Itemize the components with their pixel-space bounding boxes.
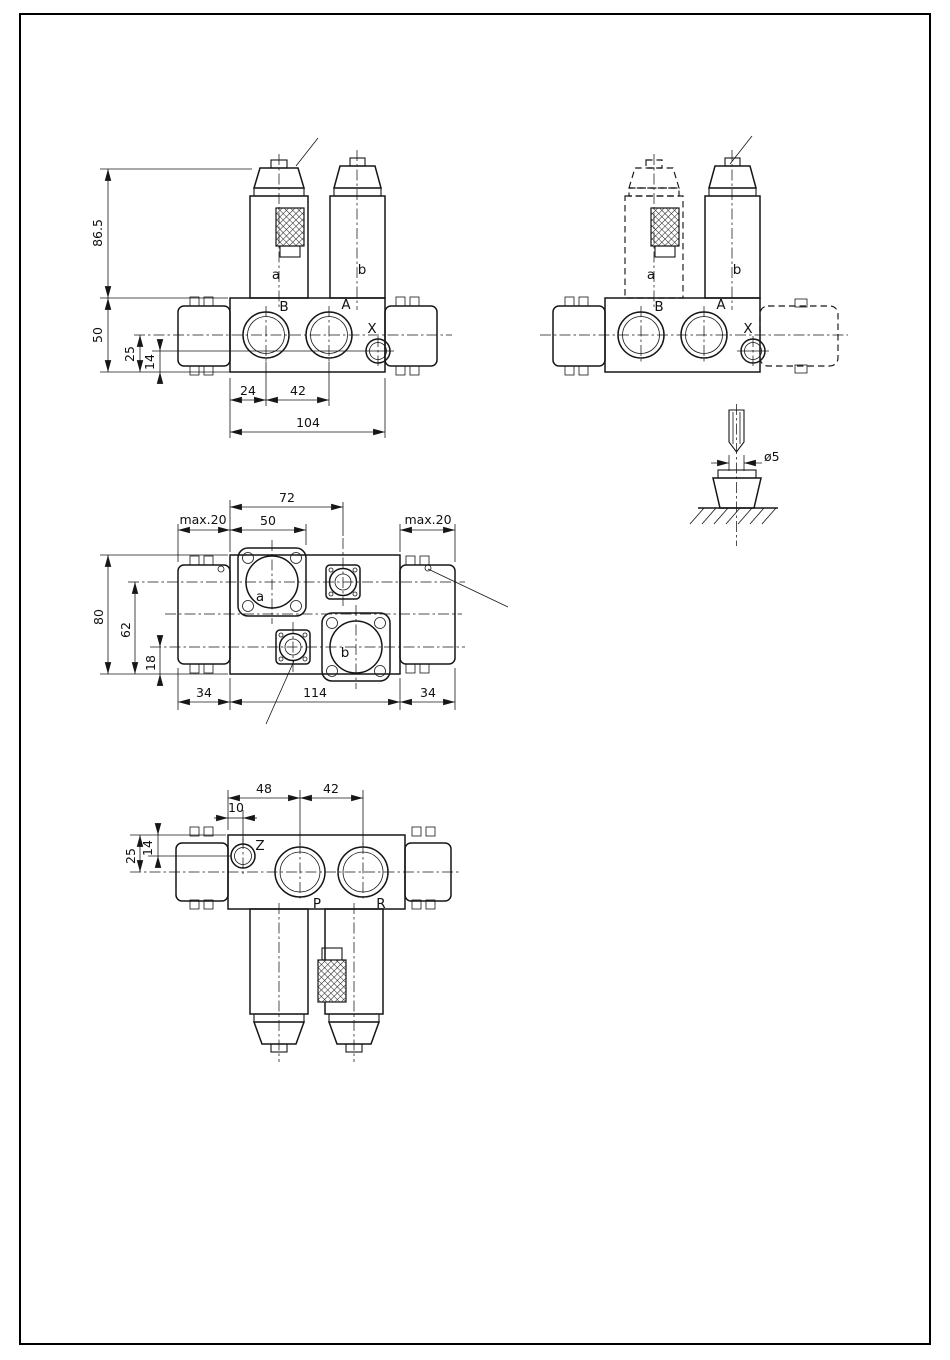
dim-dia-5: ø5 <box>764 449 780 464</box>
front-view: 86.5 50 25 14 24 42 104 a b B A X <box>90 137 452 438</box>
front-view-labels: a b B A X <box>272 262 377 337</box>
bottom-view-outline <box>175 826 452 1053</box>
solenoid-a-label: a <box>272 267 280 283</box>
left-end-cap <box>552 305 606 367</box>
plug-detail-view: ø5 <box>689 404 780 546</box>
port-R-label: R <box>376 896 385 912</box>
dim-48: 48 <box>256 781 272 796</box>
dim-50: 50 <box>90 327 105 343</box>
dim-50: 50 <box>260 513 276 528</box>
right-end-cap <box>384 305 438 367</box>
port-A-label: A <box>716 297 726 313</box>
sheet-border <box>19 13 931 1345</box>
plug <box>712 477 762 509</box>
front-view-centerlines <box>134 150 452 366</box>
top-view-labels: a b <box>256 589 349 661</box>
top-view-outline <box>177 547 509 725</box>
front-view-dimensions: 86.5 50 25 14 24 42 104 <box>90 168 394 438</box>
dim-34-right: 34 <box>420 685 436 700</box>
port-P-label: P <box>313 896 321 912</box>
bottom-view-centerlines <box>130 838 460 1062</box>
solenoid-b <box>329 195 386 299</box>
dim-max20-right: max.20 <box>404 512 451 527</box>
port-X-label: X <box>367 321 376 337</box>
phantom-end-cap <box>759 305 839 367</box>
dim-42: 42 <box>290 383 306 398</box>
left-end-cap <box>177 564 231 665</box>
side-view-centerlines <box>540 150 848 366</box>
dim-24: 24 <box>240 383 256 398</box>
port-Z-label: Z <box>255 838 264 854</box>
connector-plug-a <box>650 207 680 247</box>
dim-14: 14 <box>142 354 157 370</box>
solenoid-b <box>704 195 761 299</box>
valve-body <box>229 554 401 675</box>
dim-114: 114 <box>303 685 327 700</box>
solenoid-b-label: b <box>358 262 367 278</box>
port-A-label: A <box>341 297 351 313</box>
bottom-view: 48 42 10 25 14 Z P R <box>123 781 460 1062</box>
right-end-cap <box>399 564 456 665</box>
top-view-dimensions: 72 50 max.20 max.20 80 62 18 34 114 34 <box>91 490 456 710</box>
connector-plug-b <box>317 959 347 1003</box>
port-B-label: B <box>654 299 663 315</box>
solenoid-a-label: a <box>647 267 655 283</box>
dim-10: 10 <box>228 800 244 815</box>
leader-line <box>729 135 753 165</box>
dim-14: 14 <box>140 840 155 856</box>
solenoid-b-label: b <box>341 645 350 661</box>
dim-25: 25 <box>122 346 137 362</box>
dim-86-5: 86.5 <box>90 219 105 247</box>
connector-plug-a <box>275 207 305 247</box>
leader-line <box>265 660 295 725</box>
top-view: 72 50 max.20 max.20 80 62 18 34 114 34 a… <box>91 490 509 725</box>
dim-42: 42 <box>323 781 339 796</box>
left-end-cap <box>177 305 231 367</box>
dim-72: 72 <box>279 490 295 505</box>
section-hatch <box>689 507 777 525</box>
bottom-view-labels: Z P R <box>255 838 385 912</box>
dim-80: 80 <box>91 609 106 625</box>
bottom-view-dimensions: 48 42 10 25 14 <box>123 781 364 872</box>
dim-18: 18 <box>143 655 158 671</box>
side-view-labels: a b B A X <box>647 262 753 337</box>
dim-34-left: 34 <box>196 685 212 700</box>
solenoid-a-label: a <box>256 589 264 605</box>
dim-max20-left: max.20 <box>179 512 226 527</box>
leader-line <box>427 568 509 608</box>
side-view: a b B A X <box>540 135 848 376</box>
front-view-outline <box>177 137 438 376</box>
port-B-label: B <box>279 299 288 315</box>
solenoid-b-label: b <box>733 262 742 278</box>
top-view-centerlines <box>128 538 465 689</box>
dim-62: 62 <box>118 622 133 638</box>
port-X-label: X <box>743 321 752 337</box>
pin <box>728 409 745 453</box>
dim-25: 25 <box>123 848 138 864</box>
side-view-outline <box>552 135 839 376</box>
leader-line <box>295 137 319 167</box>
dim-104: 104 <box>296 415 320 430</box>
